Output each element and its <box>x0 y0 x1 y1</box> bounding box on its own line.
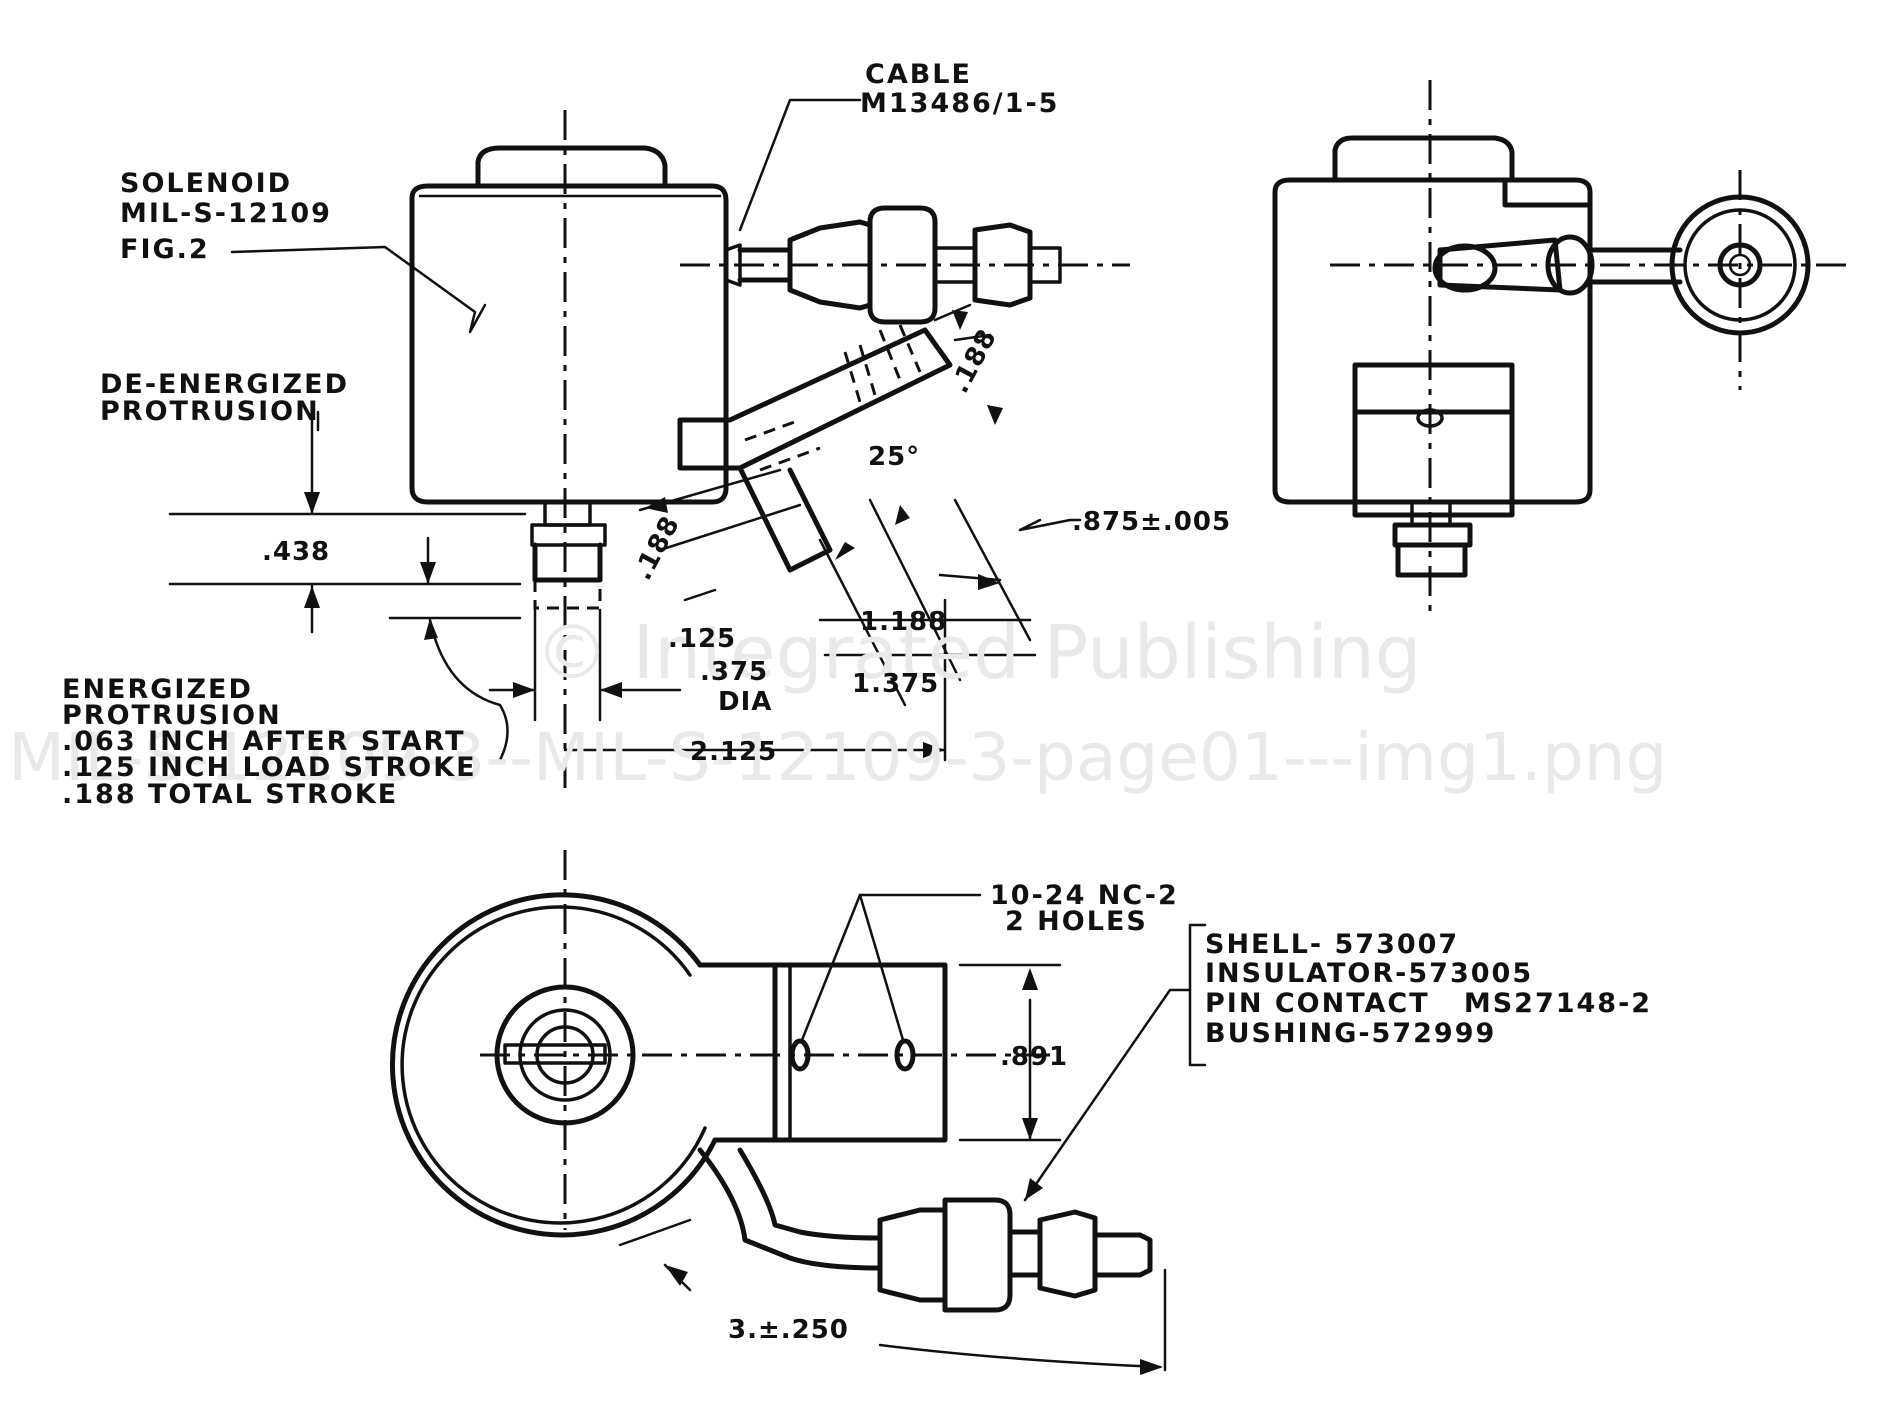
mounting-hole-2 <box>894 1038 916 1072</box>
connector-pin <box>1028 246 1062 284</box>
plunger-collar <box>530 523 607 547</box>
dim-dia: DIA <box>718 687 772 717</box>
energized-line1: ENERGIZED <box>62 674 253 705</box>
cable-leader <box>738 98 862 232</box>
cable <box>697 1147 883 1271</box>
bushing-label: BUSHING-572999 <box>1205 1018 1496 1049</box>
dim-891: .891 <box>1000 1042 1068 1072</box>
energized-leader <box>428 618 509 762</box>
dim-188-top: .188 <box>945 324 1003 398</box>
plunger-energized-outline <box>533 580 602 610</box>
pin-contact-label: PIN CONTACT MS27148-2 <box>1205 988 1652 1019</box>
energized-line2: PROTRUSION <box>62 700 282 731</box>
dim-1188: 1.188 <box>860 607 947 637</box>
top-view <box>390 850 1207 1375</box>
holes-line2: 2 HOLES <box>1005 906 1148 937</box>
dim-875: .875±.005 <box>1072 507 1231 537</box>
top-connector-nut <box>942 1197 1013 1313</box>
plunger-tip <box>532 542 603 583</box>
energized-line5: .188 TOTAL STROKE <box>62 779 398 810</box>
top-connector-insulator <box>1037 1209 1098 1299</box>
front-view <box>168 98 1130 790</box>
watermark-line2: MIL-S-12109-3--MIL-S-12109-3-page01---im… <box>8 719 1667 796</box>
energized-line4: .125 INCH LOAD STROKE <box>62 752 477 783</box>
dim-1375: 1.375 <box>852 669 939 699</box>
solenoid-spec: MIL-S-12109 <box>120 198 332 229</box>
coil-outer <box>390 892 718 1238</box>
side-plunger <box>1395 542 1468 578</box>
shell-label: SHELL- 573007 <box>1205 929 1459 960</box>
solenoid-leader <box>230 245 487 334</box>
side-top-cap <box>1332 135 1515 181</box>
dim-2125: 2.125 <box>690 737 777 767</box>
deenergized-line2: PROTRUSION <box>100 396 320 427</box>
mounting-flange <box>697 962 948 1143</box>
dim-375: .375 <box>700 657 768 687</box>
mounting-hole-1 <box>789 1038 811 1072</box>
connector-insulator <box>972 222 1033 308</box>
watermark-line1: © Integrated Publishing <box>535 610 1422 696</box>
cable-title: CABLE <box>865 59 972 90</box>
solenoid-top-cap <box>475 145 668 188</box>
holes-line1: 10-24 NC-2 <box>990 880 1179 911</box>
dim-188-left: .188 <box>628 511 686 585</box>
cable-part: M13486/1-5 <box>860 88 1059 119</box>
side-body <box>1272 177 1593 505</box>
top-connector-pin <box>1092 1232 1153 1278</box>
solenoid-fig: FIG.2 <box>120 234 210 265</box>
insulator-label: INSULATOR-573005 <box>1205 958 1533 989</box>
solenoid-title: SOLENOID <box>120 168 292 199</box>
plunger-circle <box>494 984 636 1126</box>
plunger-stem <box>543 500 592 527</box>
dim-125: .125 <box>668 624 736 654</box>
energized-line3: .063 INCH AFTER START <box>62 726 466 757</box>
bracket-foot <box>737 465 833 573</box>
side-connector-circle <box>1669 194 1811 336</box>
dim-cable-length: 3.±.250 <box>728 1315 849 1345</box>
dim-angle: 25° <box>868 442 920 472</box>
side-lower-block <box>1352 362 1515 518</box>
solenoid-body <box>409 183 729 505</box>
side-view <box>1272 80 1850 620</box>
deenergized-line1: DE-ENERGIZED <box>100 369 349 400</box>
dim-438: .438 <box>262 537 330 567</box>
top-connector-shell <box>877 1207 948 1303</box>
connector-nut <box>867 205 938 325</box>
